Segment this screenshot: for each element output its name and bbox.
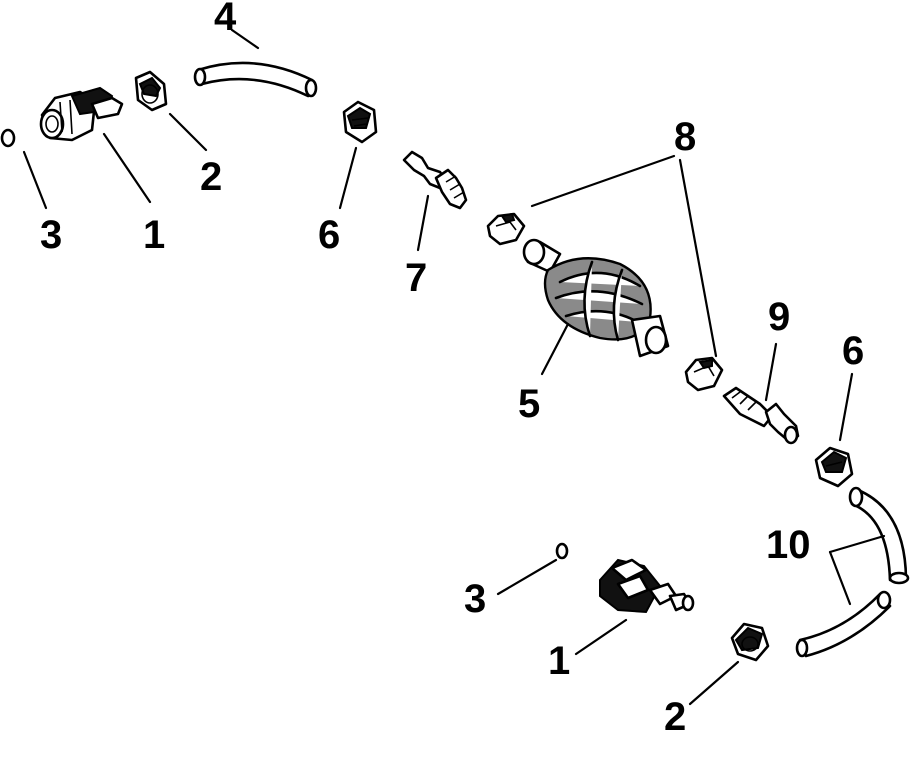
clip-8-bottom [684,356,724,392]
callout-1-bottom: 1 [548,639,570,683]
barbed-fitting-9 [722,386,800,445]
primer-bulb [522,238,670,358]
connector-top [39,86,124,142]
hose-top [193,61,318,98]
clamp-bottom [730,622,770,662]
callout-2-bottom: 2 [664,695,686,739]
callout-9: 9 [768,295,790,339]
leader-lines [22,28,886,706]
connector-bottom [599,558,695,614]
clamp-6-bottom [814,446,854,488]
clip-8-top [486,212,526,246]
callout-1-top: 1 [143,213,165,257]
callout-3-top: 3 [40,213,62,257]
barbed-fitting-7 [402,150,468,210]
callout-6-top: 6 [318,213,340,257]
callout-10: 10 [766,523,811,567]
callout-2-top: 2 [200,155,222,199]
hose-10-upper [848,486,910,585]
clamp-6-top [342,100,378,144]
callout-8: 8 [674,115,696,159]
hose-10-lower [795,590,892,658]
o-ring-top [0,128,16,148]
callout-7: 7 [405,256,427,300]
callout-6-bottom: 6 [842,329,864,373]
o-ring-bottom [555,542,569,560]
clamp-top [134,70,168,112]
callout-4: 4 [214,0,237,39]
callout-5: 5 [518,382,540,426]
callout-3-bottom: 3 [464,577,486,621]
